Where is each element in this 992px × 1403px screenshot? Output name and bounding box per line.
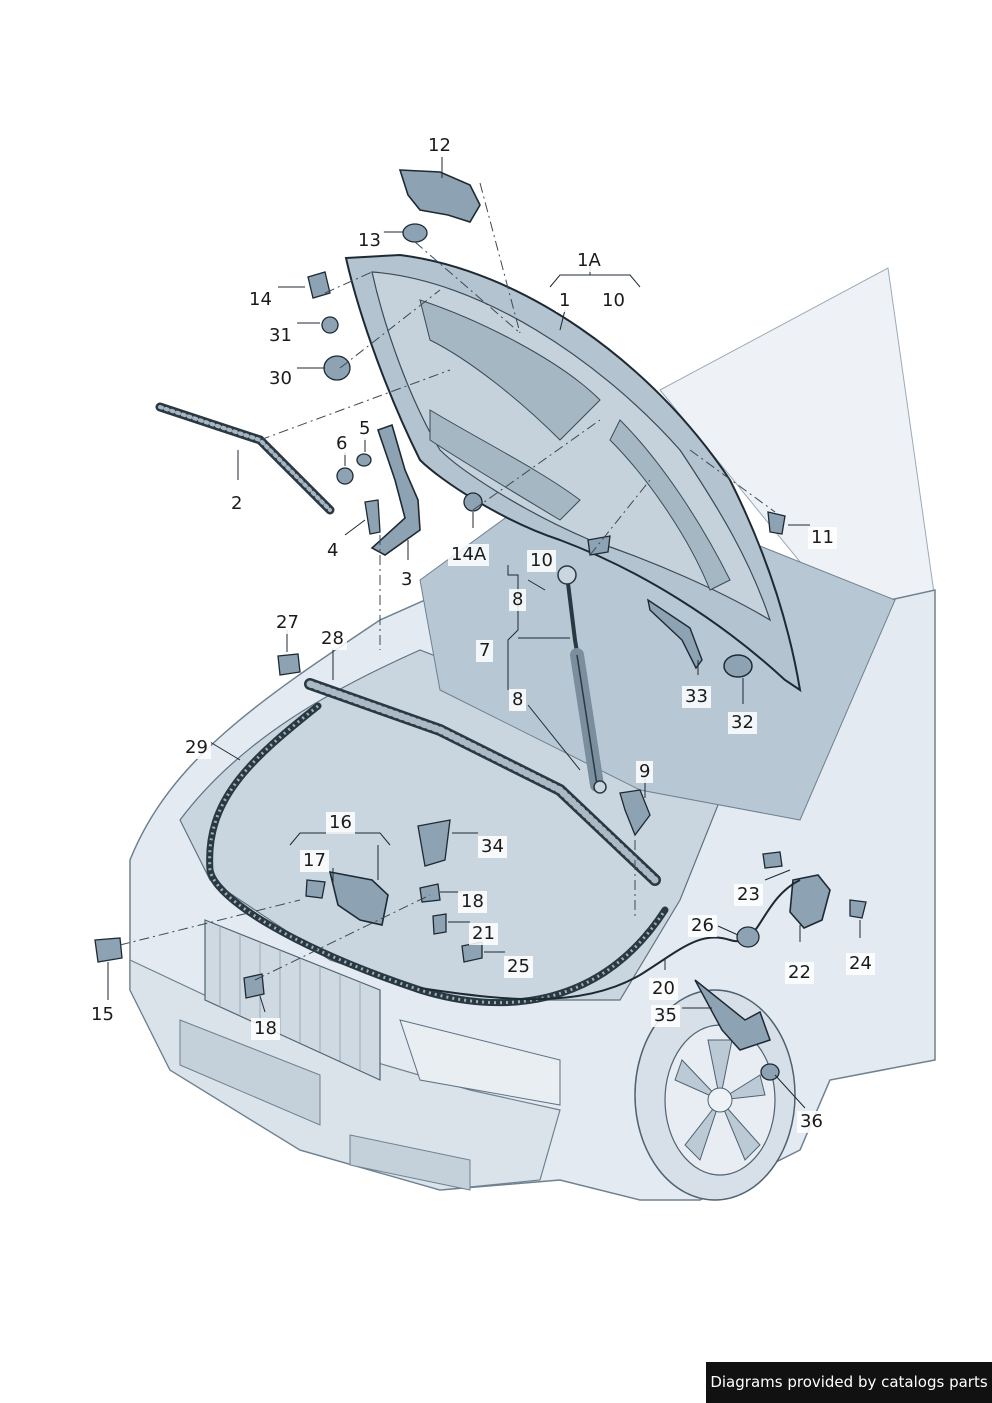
lock-22 — [789, 874, 831, 929]
bolt-18b — [243, 973, 265, 999]
headlight — [399, 1019, 561, 1106]
callout-15: 15 — [88, 1004, 117, 1026]
callout-8-top: 8 — [509, 589, 527, 611]
release-lever-35 — [694, 979, 771, 1051]
bolt-4 — [364, 499, 381, 535]
callout-10-hood: 10 — [599, 290, 628, 312]
wheel-hub — [707, 1087, 733, 1113]
washer-5 — [356, 453, 372, 467]
bumper-grille — [179, 1019, 321, 1126]
clip-25 — [461, 941, 483, 963]
callout-31: 31 — [266, 325, 295, 347]
callout-4: 4 — [324, 540, 342, 562]
callout-33: 33 — [682, 686, 711, 708]
callout-23: 23 — [734, 884, 763, 906]
buffer-13 — [402, 223, 428, 243]
callout-18-lower: 18 — [251, 1018, 280, 1040]
lock-16 — [328, 870, 389, 926]
nut-6 — [336, 467, 354, 485]
callout-29: 29 — [182, 737, 211, 759]
callout-10-strut: 10 — [527, 550, 556, 572]
grommet-32 — [723, 654, 753, 678]
front-bumper — [129, 959, 561, 1191]
callout-1A: 1A — [574, 250, 604, 272]
callout-25: 25 — [504, 956, 533, 978]
clip-21 — [432, 913, 447, 935]
callout-27: 27 — [273, 612, 302, 634]
ball-stud-10 — [587, 535, 611, 556]
grommet-26 — [736, 926, 760, 948]
callout-5: 5 — [356, 418, 374, 440]
callout-24: 24 — [846, 953, 875, 975]
cover-34 — [417, 819, 451, 867]
callout-14: 14 — [246, 289, 275, 311]
callout-35: 35 — [651, 1005, 680, 1027]
callout-7: 7 — [476, 640, 494, 662]
callout-17: 17 — [300, 850, 329, 872]
grommet-36 — [760, 1063, 780, 1081]
callout-2: 2 — [228, 493, 246, 515]
callout-12: 12 — [425, 135, 454, 157]
bowden-cable-20 — [419, 879, 801, 1001]
connector-17 — [305, 879, 326, 899]
clip-27 — [277, 653, 301, 676]
callout-26: 26 — [688, 915, 717, 937]
callout-16: 16 — [326, 812, 355, 834]
hood-latch-12 — [398, 169, 481, 223]
bolt-23 — [762, 851, 783, 869]
washer-30 — [323, 355, 351, 381]
callout-11: 11 — [808, 527, 837, 549]
clip-11 — [767, 511, 786, 535]
callout-9: 9 — [636, 761, 654, 783]
callout-1: 1 — [556, 290, 574, 312]
callout-34: 34 — [478, 836, 507, 858]
trim-33 — [646, 598, 703, 670]
clip-14A — [463, 492, 483, 512]
callout-14A: 14A — [448, 544, 490, 566]
callout-20: 20 — [649, 978, 678, 1000]
hinge-3 — [370, 423, 421, 556]
callout-8-bottom: 8 — [509, 689, 527, 711]
bolt-18a — [419, 883, 441, 903]
bumper-grille-lower — [349, 1134, 471, 1191]
callout-30: 30 — [266, 368, 295, 390]
bolt-15 — [94, 937, 123, 963]
radiator — [204, 919, 381, 1081]
callout-28: 28 — [318, 628, 347, 650]
callout-3: 3 — [398, 569, 416, 591]
callout-32: 32 — [728, 712, 757, 734]
callout-6: 6 — [333, 433, 351, 455]
nut-31 — [321, 316, 339, 334]
bracket-9 — [619, 789, 651, 837]
callout-21: 21 — [469, 923, 498, 945]
bolt-24 — [849, 899, 867, 919]
callout-36: 36 — [797, 1111, 826, 1133]
callout-18-upper: 18 — [458, 891, 487, 913]
footer-credit: Diagrams provided by catalogs parts — [706, 1362, 992, 1403]
callout-13: 13 — [355, 230, 384, 252]
callout-22: 22 — [785, 962, 814, 984]
bumper-14 — [307, 271, 331, 299]
